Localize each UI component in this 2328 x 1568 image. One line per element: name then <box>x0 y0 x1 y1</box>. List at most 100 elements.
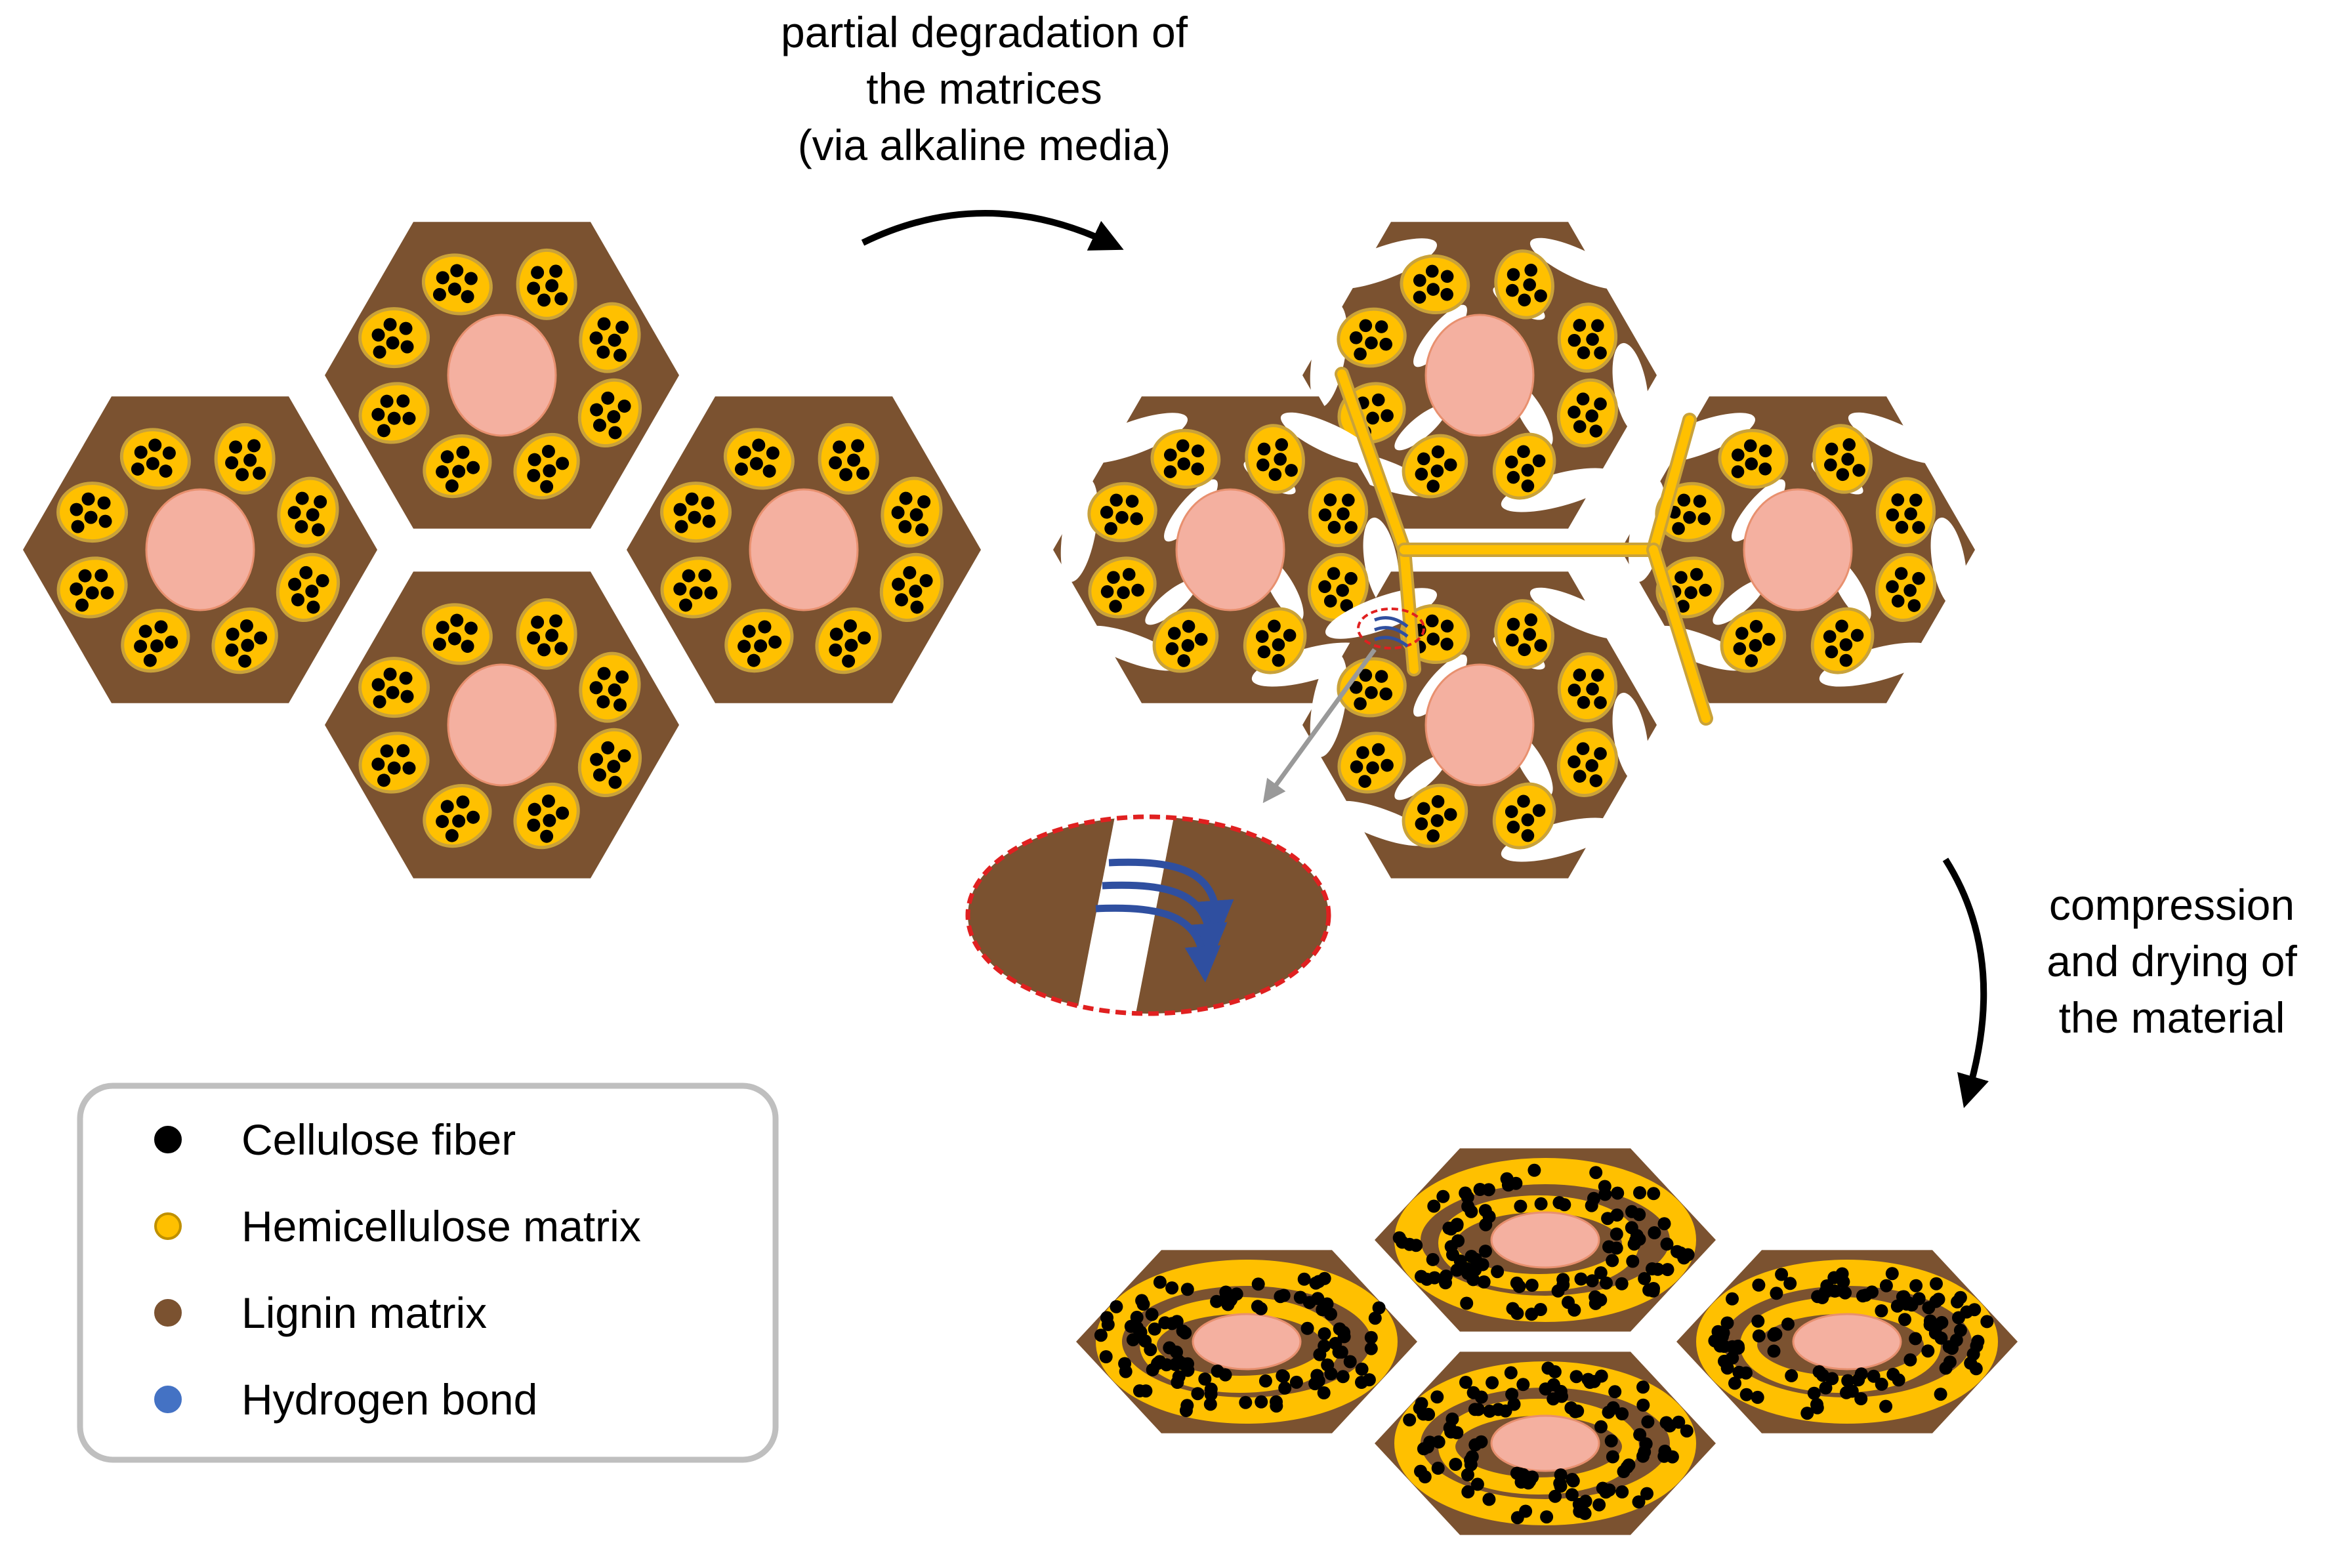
cellulose-fiber-dot <box>1733 642 1747 655</box>
hemicellulose-fiber-bundle <box>1875 477 1936 547</box>
cellulose-fiber-dot <box>85 586 99 600</box>
cellulose-fiber-dot <box>1507 617 1520 631</box>
cellulose-fiber-dot <box>1524 263 1538 277</box>
cellulose-fiber-dot <box>545 279 559 293</box>
cellulose-fiber-dot <box>702 514 716 528</box>
cellulose-fiber-dot <box>452 814 466 828</box>
cellulose-fiber-dot <box>1879 1399 1893 1413</box>
cellulose-fiber-dot <box>1708 1334 1722 1348</box>
compressed-cell-group <box>1076 1148 2018 1535</box>
cellulose-fiber-dot <box>1415 1269 1428 1283</box>
cellulose-fiber-dot <box>316 574 329 588</box>
legend-box <box>77 1083 779 1463</box>
cellulose-fiber-dot <box>1589 424 1603 438</box>
cellulose-fiber-dot <box>1812 1365 1826 1378</box>
hemicellulose-fiber-bundle <box>423 434 492 499</box>
cellulose-fiber-dot <box>673 503 687 516</box>
cell-lumen <box>1424 314 1535 437</box>
cellulose-fiber-dot <box>1594 1369 1608 1383</box>
cellulose-fiber-dot <box>1371 393 1385 407</box>
cellulose-fiber-dot <box>1359 669 1373 682</box>
cellulose-fiber-dot <box>1576 392 1590 405</box>
cellulose-fiber-dot <box>1539 1382 1552 1396</box>
cellulose-fiber-dot <box>1904 507 1917 521</box>
cellulose-fiber-dot <box>1510 1466 1524 1480</box>
cellulose-fiber-dot <box>899 491 913 505</box>
cellulose-fiber-dot <box>543 814 556 827</box>
cellulose-fiber-dot <box>1344 571 1358 585</box>
hemicellulose-fiber-bundle <box>723 428 795 490</box>
plant-cell <box>627 396 981 703</box>
cellulose-fiber-dot <box>607 760 621 774</box>
hemicellulose-fiber-bundle <box>211 607 278 674</box>
cellulose-fiber-dot <box>1572 1498 1586 1511</box>
cellulose-fiber-dot <box>1461 1468 1474 1481</box>
cellulose-fiber-dot <box>1633 1186 1646 1199</box>
cellulose-fiber-dot <box>1598 1187 1612 1201</box>
cellulose-fiber-dot <box>843 619 857 632</box>
cellulose-fiber-dot <box>371 328 385 342</box>
hemicellulose-fiber-bundle <box>579 302 641 373</box>
cellulose-fiber-dot <box>1743 439 1757 453</box>
cellulose-fiber-dot <box>1379 687 1393 701</box>
cellulose-fiber-dot <box>1210 1294 1224 1308</box>
zoom-inset <box>965 814 1331 1016</box>
cellulose-fiber-dot <box>1751 1390 1764 1404</box>
cellulose-fiber-dot <box>1477 1275 1491 1289</box>
cellulose-fiber-dot <box>1449 1458 1463 1471</box>
cellulose-fiber-dot <box>1781 1317 1795 1331</box>
cellulose-fiber-dot <box>1426 632 1440 646</box>
cellulose-fiber-dot <box>1171 1376 1184 1389</box>
cellulose-fiber-dot <box>1181 639 1195 652</box>
cellulose-fiber-dot <box>1767 1344 1781 1358</box>
cellulose-fiber-dot <box>541 794 555 808</box>
hemicellulose-fiber-bundle <box>1150 428 1221 489</box>
hemicellulose-fiber-bundle <box>1492 782 1556 850</box>
cellulose-fiber-dot <box>1615 1277 1629 1290</box>
cellulose-fiber-dot <box>1586 682 1599 696</box>
cellulose-fiber-dot <box>1336 584 1349 597</box>
cellulose-fiber-dot <box>1117 586 1130 600</box>
cellulose-fiber-dot <box>527 631 541 645</box>
hemicellulose-fiber-bundle <box>513 432 580 500</box>
hemicellulose-fiber-bundle <box>513 782 580 850</box>
cellulose-fiber-dot <box>1436 1189 1450 1203</box>
cellulose-fiber-dot <box>1320 1297 1334 1311</box>
cellulose-fiber-dot <box>749 457 763 470</box>
hemicellulose-fiber-bundle <box>815 607 882 674</box>
cellulose-fiber-dot <box>1417 802 1430 815</box>
cellulose-fiber-dot <box>1726 1351 1739 1365</box>
cellulose-fiber-dot <box>554 642 568 655</box>
cellulose-fiber-dot <box>617 749 631 763</box>
cellulose-fiber-dot <box>1894 567 1908 580</box>
degradation-label-line2: the matrices <box>866 64 1102 113</box>
cellulose-fiber-dot <box>1283 629 1297 642</box>
cellulose-fiber-dot <box>909 585 923 598</box>
cellulose-fiber-dot <box>371 757 385 771</box>
cellulose-fiber-dot <box>1491 1265 1505 1279</box>
cellulose-fiber-dot <box>1251 1277 1265 1291</box>
cellulose-fiber-dot <box>1182 619 1195 633</box>
cellulose-fiber-dot <box>386 336 400 350</box>
cellulose-fiber-dot <box>734 462 748 476</box>
hemicellulose-fiber-bundle <box>121 608 190 673</box>
cellulose-fiber-dot <box>1431 794 1445 808</box>
cellulose-fiber-dot <box>131 462 144 476</box>
compressed-plant-cell <box>1076 1250 1417 1434</box>
cellulose-fiber-dot <box>1585 409 1598 423</box>
cellulose-fiber-dot <box>1591 319 1604 333</box>
cellulose-fiber-dot <box>1600 1276 1613 1290</box>
cellulose-fiber-dot <box>754 639 768 653</box>
cellulose-fiber-dot <box>1532 454 1546 468</box>
cellulose-fiber-dot <box>766 446 779 460</box>
cellulose-fiber-dot <box>1594 696 1607 709</box>
cellulose-fiber-dot <box>134 640 148 653</box>
cellulose-fiber-dot <box>1909 493 1923 507</box>
cellulose-fiber-dot <box>1365 336 1378 350</box>
cellulose-fiber-dot <box>1594 1266 1608 1280</box>
cellulose-fiber-dot <box>1930 1277 1943 1290</box>
cellulose-fiber-dot <box>1165 1281 1179 1295</box>
hemicellulose-fiber-bundle <box>1875 552 1937 622</box>
cellulose-fiber-dot <box>1366 761 1379 775</box>
cellulose-fiber-dot <box>226 627 239 641</box>
